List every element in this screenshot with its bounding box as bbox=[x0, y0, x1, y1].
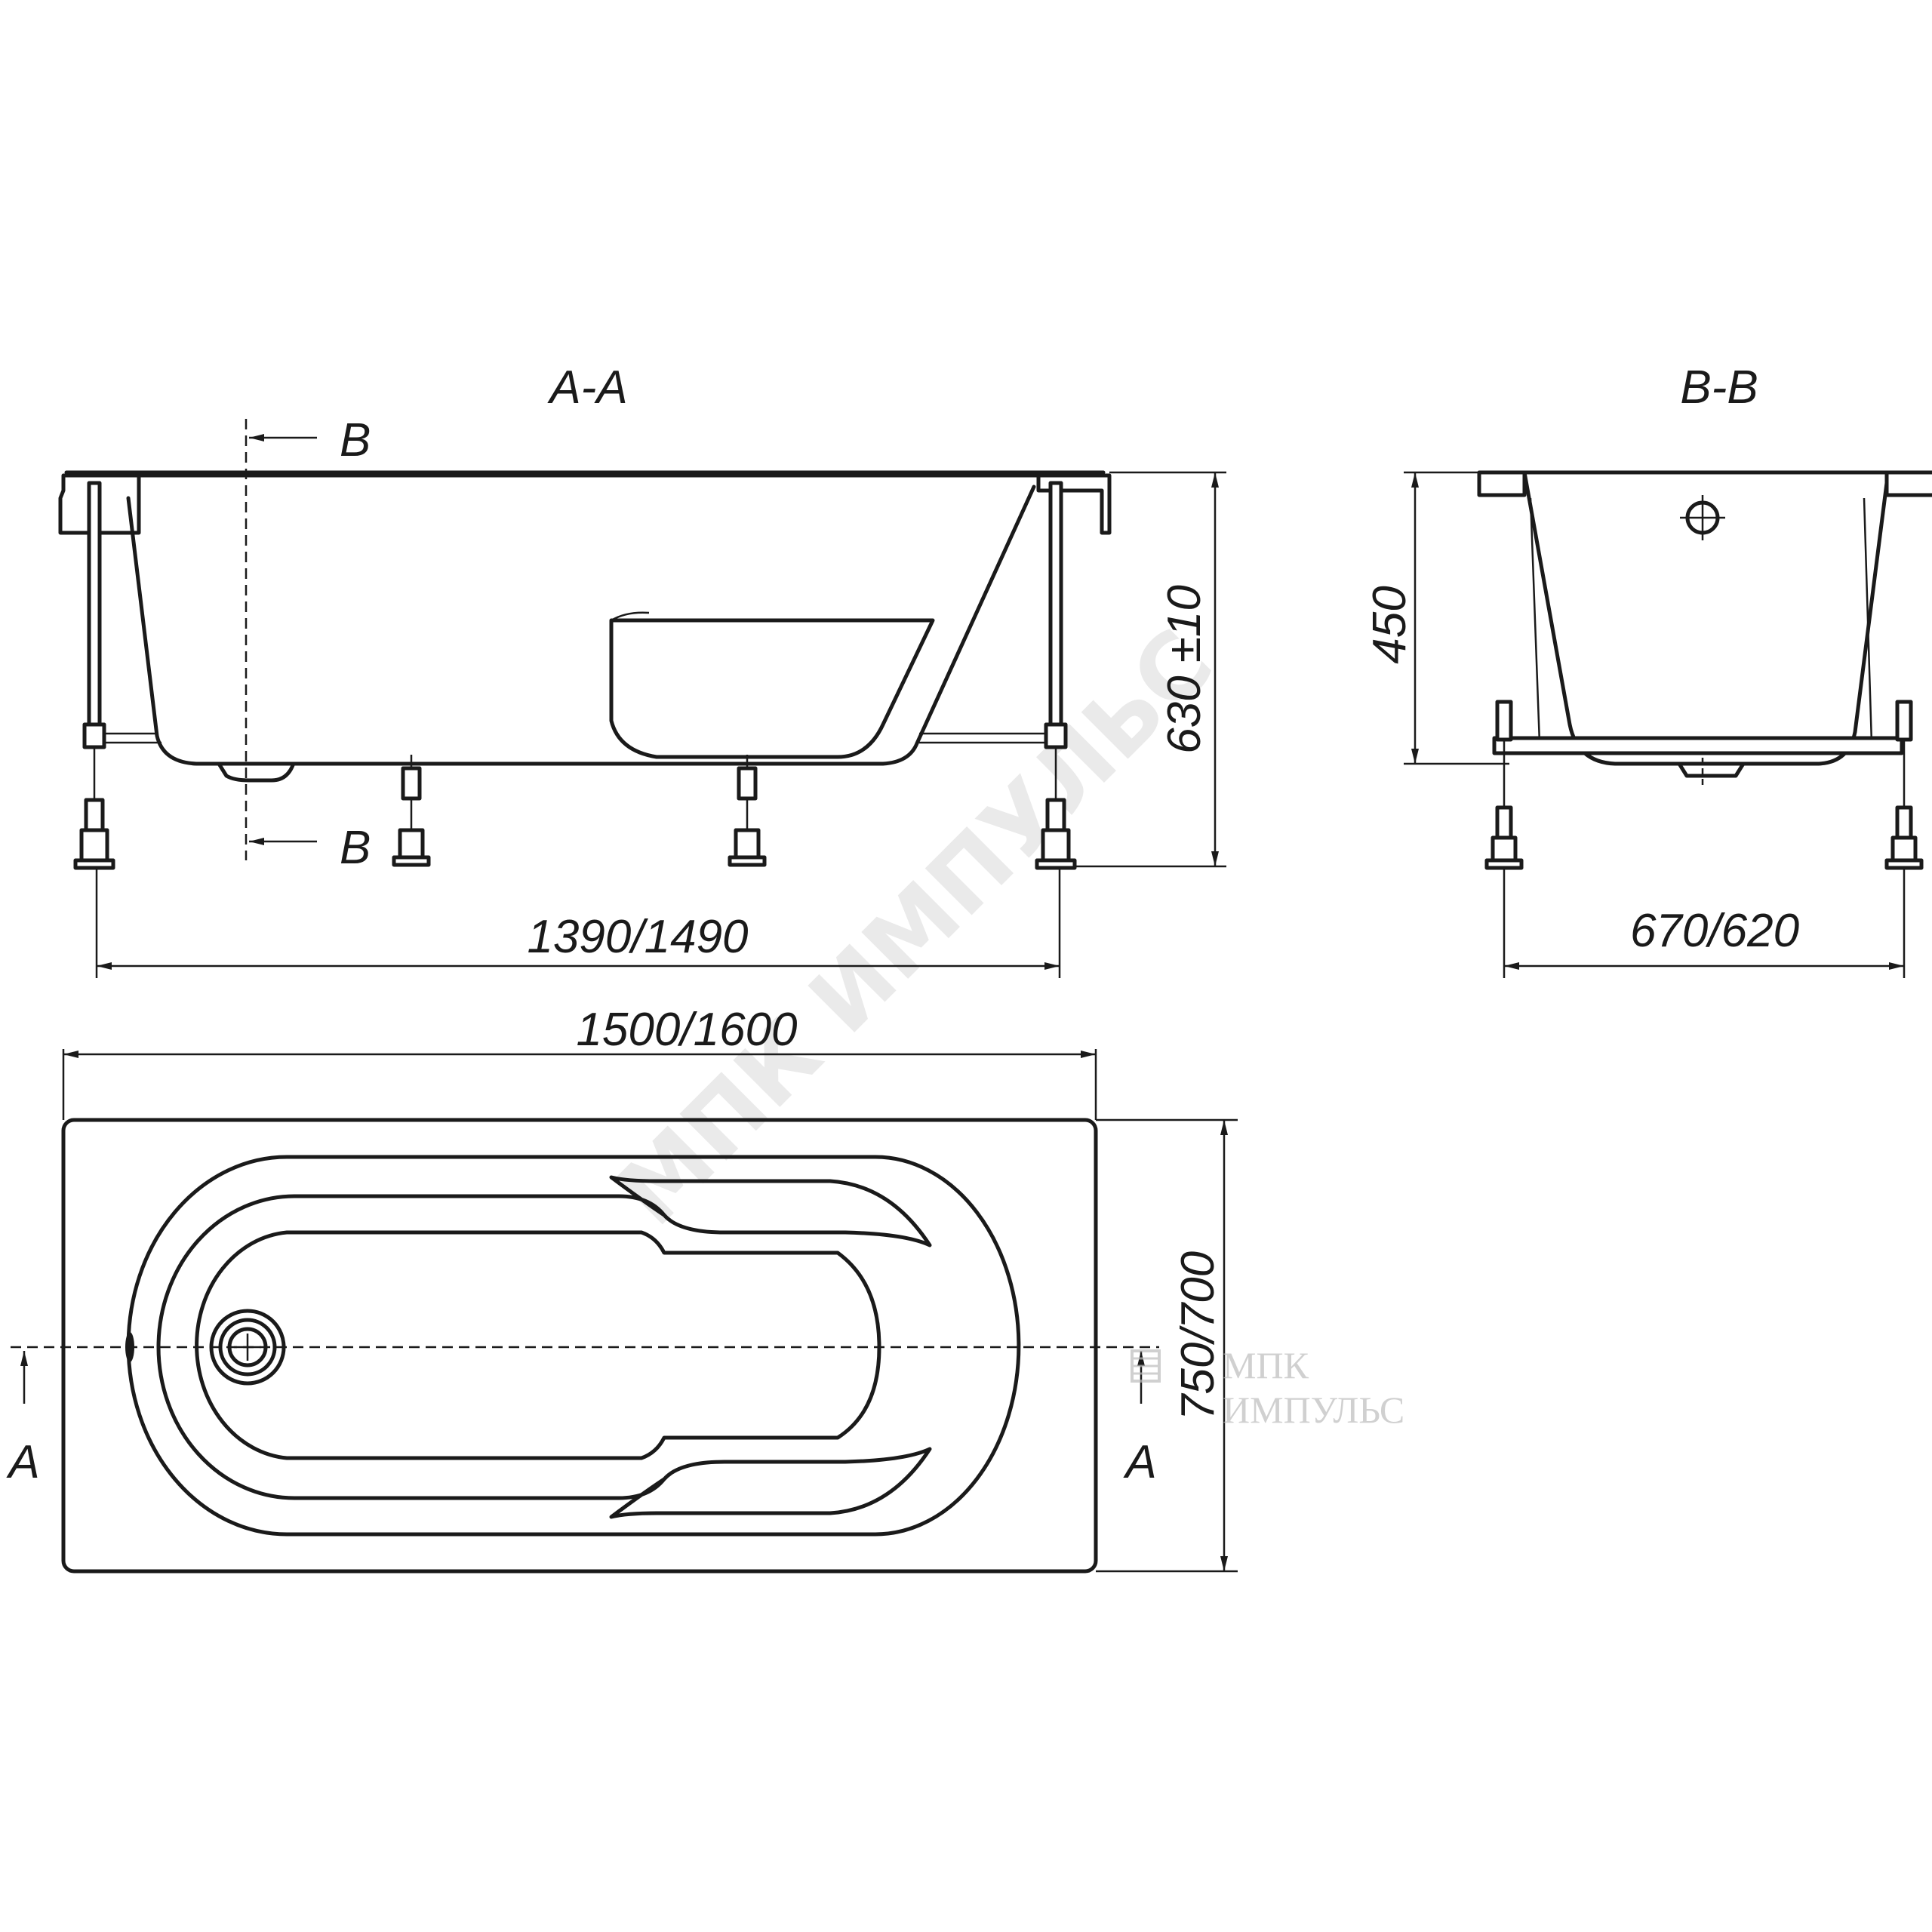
aa-seat-profile bbox=[609, 618, 935, 759]
aa-rim bbox=[58, 473, 1112, 535]
overflow-symbol bbox=[1680, 495, 1725, 540]
aa-tub-body bbox=[126, 485, 1036, 766]
b-marker-top: B bbox=[340, 414, 371, 466]
bb-left-leg bbox=[1484, 700, 1524, 870]
section-bb-title: B-B bbox=[1680, 361, 1758, 414]
dim-total-height: 630 ±10 bbox=[1075, 471, 1226, 868]
dim-bath-depth-label: 450 bbox=[1364, 586, 1416, 663]
aa-right-leg bbox=[1035, 481, 1077, 870]
dim-frame-width-label: 670/620 bbox=[1630, 905, 1799, 957]
section-aa-title: A-A bbox=[546, 361, 627, 414]
brand-logo: МПК ИМПУЛЬС bbox=[1131, 1344, 1404, 1431]
section-aa-view: A-A bbox=[58, 361, 1226, 978]
bb-tub-body bbox=[1522, 470, 1889, 766]
a-marker-left: A bbox=[5, 1436, 39, 1488]
bb-rim bbox=[1477, 470, 1932, 497]
aa-left-leg bbox=[73, 481, 115, 870]
section-bb-view: B-B bbox=[1364, 361, 1932, 978]
dim-frame-width: 670/620 bbox=[1503, 868, 1906, 978]
plan-tub-bottom bbox=[195, 1230, 881, 1460]
dim-frame-length: 1390/1490 bbox=[95, 868, 1061, 978]
brand-logo-line2: ИМПУЛЬС bbox=[1223, 1389, 1404, 1431]
a-marker-right: A bbox=[1122, 1436, 1156, 1488]
dim-total-height-label: 630 ±10 bbox=[1158, 585, 1211, 754]
dim-bath-length-label: 1500/1600 bbox=[576, 1004, 797, 1056]
plan-view: 1500/1600 A A 750/700 bbox=[5, 1004, 1404, 1574]
aa-centre-support-2 bbox=[728, 755, 767, 867]
aa-centre-support-1 bbox=[392, 755, 431, 867]
dim-bath-width: 750/700 bbox=[1096, 1118, 1238, 1573]
plan-outer-rim bbox=[61, 1118, 1098, 1574]
b-marker-bottom: B bbox=[340, 822, 371, 874]
dim-bath-width-label: 750/700 bbox=[1172, 1251, 1224, 1420]
dim-frame-length-label: 1390/1490 bbox=[527, 911, 748, 963]
dim-bath-length: 1500/1600 bbox=[62, 1004, 1097, 1120]
plan-inner-contour bbox=[292, 1175, 932, 1247]
dim-bath-depth: 450 bbox=[1364, 471, 1509, 765]
brand-logo-line1: МПК bbox=[1223, 1344, 1309, 1386]
plan-tub-outline bbox=[126, 1155, 1021, 1537]
bb-right-leg bbox=[1884, 700, 1924, 870]
